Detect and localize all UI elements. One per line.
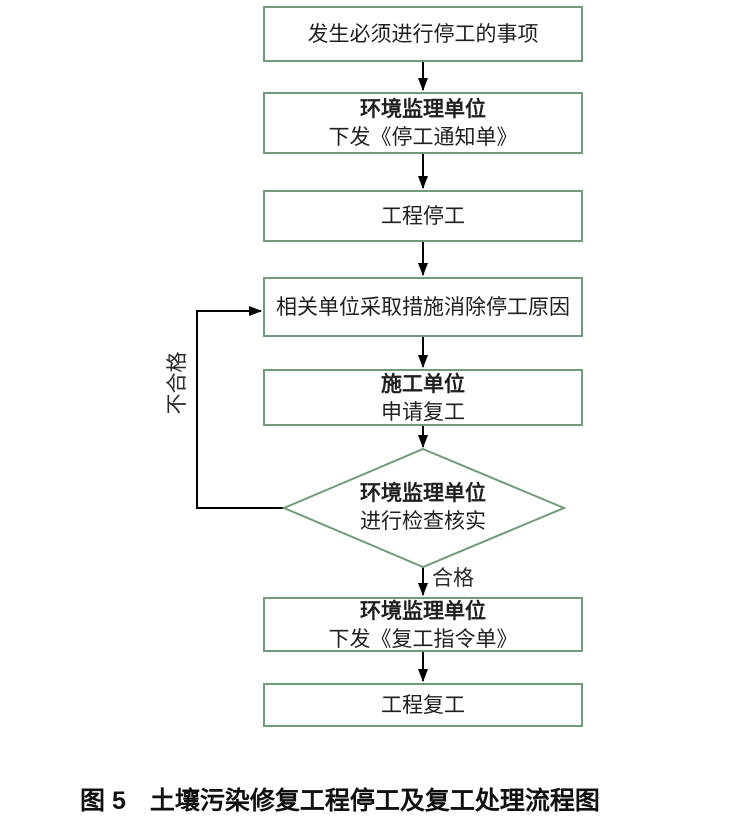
node-line: 相关单位采取措施消除停工原因	[276, 295, 570, 319]
node-line: 发生必须进行停工的事项	[307, 22, 539, 46]
flow-node-eliminate-cause: 相关单位采取措施消除停工原因	[263, 277, 583, 337]
edge-label-fail: 不合格	[165, 351, 189, 415]
node-line: 环境监理单位	[360, 598, 486, 623]
node-line: 工程停工	[381, 204, 465, 228]
node-line: 申请复工	[381, 399, 465, 424]
flow-node-apply-resume: 施工单位 申请复工	[263, 369, 583, 426]
flow-node-stop-event: 发生必须进行停工的事项	[263, 6, 583, 62]
node-line: 环境监理单位	[360, 481, 486, 505]
node-line: 环境监理单位	[360, 97, 486, 121]
flow-node-work-resume: 工程复工	[263, 683, 583, 727]
node-line: 工程复工	[381, 693, 465, 717]
flow-node-resume-order: 环境监理单位 下发《复工指令单》	[263, 597, 583, 652]
node-line: 下发《停工通知单》	[328, 125, 518, 149]
figure-caption-title: 土壤污染修复工程停工及复工处理流程图	[149, 787, 600, 815]
edge-label-pass: 合格	[432, 566, 474, 590]
figure-caption: 图 5 土壤污染修复工程停工及复工处理流程图	[80, 781, 600, 817]
decision-diamond-shape	[281, 447, 567, 569]
flow-node-work-stop: 工程停工	[263, 190, 583, 242]
flow-node-inspect-verify: 环境监理单位 进行检查核实	[303, 479, 543, 535]
figure-caption-number: 图 5	[80, 787, 126, 815]
edge-check-fail-loop	[196, 306, 284, 509]
node-line: 进行检查核实	[360, 509, 486, 533]
node-line: 下发《复工指令单》	[328, 626, 518, 651]
flow-node-supervisor-notice: 环境监理单位 下发《停工通知单》	[263, 92, 583, 154]
node-line: 施工单位	[381, 371, 465, 396]
